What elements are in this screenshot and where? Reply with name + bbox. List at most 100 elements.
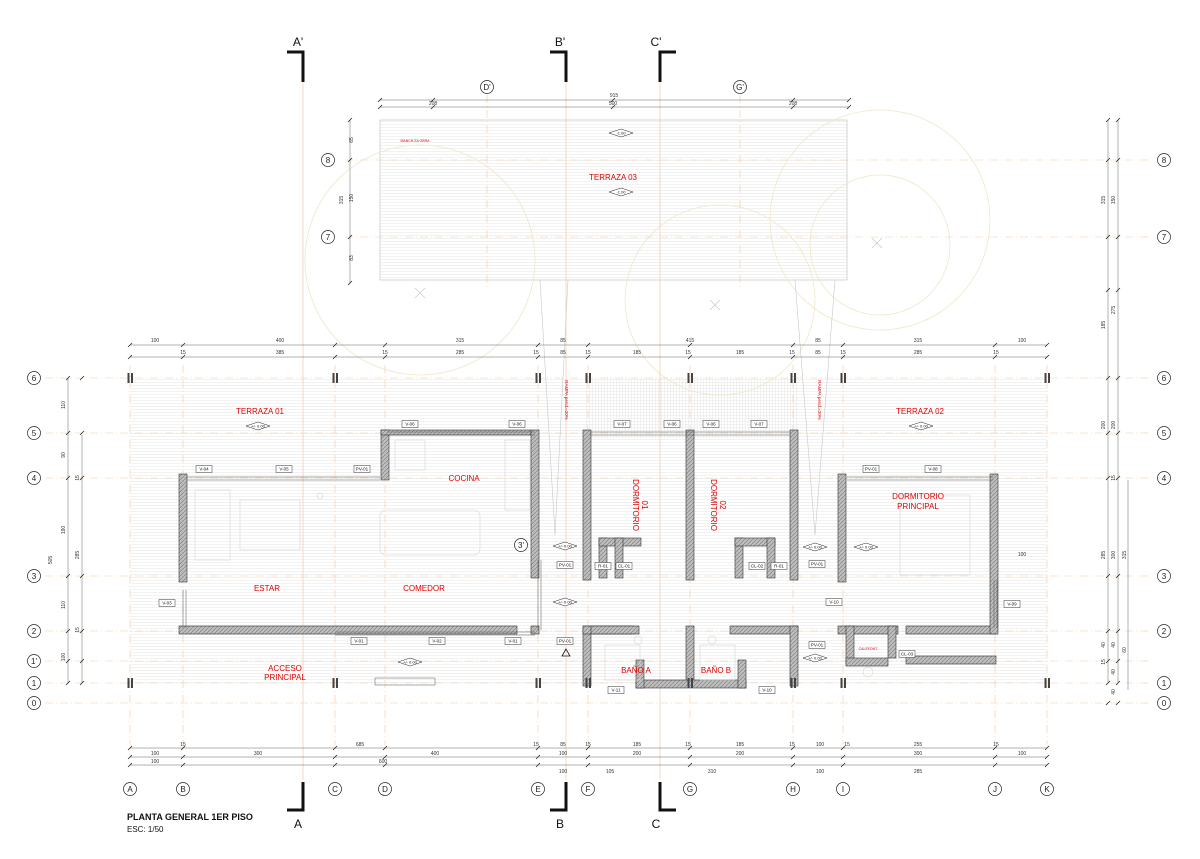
room-comedor: COMEDOR [403, 584, 445, 593]
svg-text:CL-03: CL-03 [901, 652, 914, 657]
column [840, 373, 843, 383]
svg-text:40: 40 [1101, 642, 1107, 648]
svg-text:V-05: V-05 [279, 467, 289, 472]
svg-text:V-01: V-01 [354, 639, 364, 644]
svg-text:600: 600 [379, 759, 388, 765]
svg-text:15: 15 [180, 742, 186, 748]
dim-tick [1115, 573, 1121, 579]
grid-bubble-row-5-right: 5 [1157, 426, 1171, 440]
svg-text:15: 15 [382, 350, 388, 356]
element-tag: CL-03 [898, 650, 916, 658]
column [794, 678, 796, 688]
dim-tick [65, 680, 71, 686]
svg-text:285: 285 [914, 769, 923, 775]
svg-text:685: 685 [356, 742, 365, 748]
svg-text:100: 100 [816, 742, 825, 748]
svg-text:15: 15 [585, 350, 591, 356]
wall-segment [905, 655, 997, 665]
wall-segment [582, 625, 592, 687]
svg-text:315: 315 [1101, 196, 1107, 205]
dim-tick [65, 430, 71, 436]
dim-tick [1115, 117, 1121, 123]
svg-text:+/- 0.00: +/- 0.00 [558, 544, 572, 549]
dim-tick [127, 342, 133, 348]
element-tag: V-11 [607, 686, 625, 694]
room-bano-b: BAÑO B [701, 666, 731, 675]
room-terraza-01: TERRAZA 01 [236, 407, 285, 416]
svg-text:85: 85 [815, 350, 821, 356]
section-markers [287, 50, 676, 812]
dim-tick [1105, 117, 1111, 123]
wall-segment [380, 429, 390, 481]
dim-tick [992, 762, 998, 768]
dim-tick [840, 762, 846, 768]
element-tag: V-02 [428, 637, 446, 645]
svg-text:15: 15 [533, 742, 539, 748]
grid-bubble-row-5-left: 5 [27, 426, 41, 440]
column [687, 373, 690, 383]
grid-bubble-row-1-right: 1 [1157, 676, 1171, 690]
section-c-bottom-label: C [652, 817, 661, 831]
wall-segment [905, 625, 997, 635]
dim-tick [127, 762, 133, 768]
dim-tick [846, 97, 852, 103]
svg-text:6: 6 [1162, 374, 1167, 383]
dim-tick [332, 745, 338, 751]
svg-text:200: 200 [1101, 421, 1107, 430]
section-c-top-label: C' [651, 35, 662, 49]
room-labels: TERRAZA 03 TERRAZA 01 TERRAZA 02 COCINA … [236, 139, 945, 682]
calefont-label: CALEFONT [859, 647, 879, 651]
grid-bubble-g: G [683, 782, 697, 796]
dim-tick [127, 354, 133, 360]
svg-text:-1.00: -1.00 [616, 190, 626, 195]
wall-segment [614, 537, 624, 579]
dim-tick [992, 342, 998, 348]
svg-text:V-10: V-10 [762, 688, 772, 693]
svg-text:385: 385 [276, 350, 285, 356]
element-tag: V-05 [275, 465, 293, 473]
wall-segment [178, 473, 188, 583]
dim-tick [180, 745, 186, 751]
element-tag: V-08 [924, 465, 942, 473]
section-b-top-label: B' [555, 35, 565, 49]
column [790, 678, 793, 688]
wall-segment [789, 429, 799, 581]
level-marker: +/- 0.00 [552, 597, 578, 607]
dim-tick [332, 342, 338, 348]
grid-bubble-b: B [176, 782, 190, 796]
svg-text:3: 3 [1162, 572, 1167, 581]
dim-tick [687, 354, 693, 360]
svg-text:65: 65 [349, 137, 355, 143]
dim-tick [585, 342, 591, 348]
dim-tick [790, 104, 796, 110]
dim-tick [1115, 475, 1121, 481]
grid-bubble-k: K [1040, 782, 1054, 796]
svg-text:+/- 0.00: +/- 0.00 [403, 660, 417, 665]
svg-text:V-08: V-08 [928, 467, 938, 472]
dim-tick [840, 342, 846, 348]
dim-tick [79, 375, 85, 381]
wall-segment [845, 657, 889, 667]
ramp-right-label: RAMPA pend.=20% [817, 380, 822, 420]
svg-text:PV-01: PV-01 [559, 639, 572, 644]
svg-text:85: 85 [560, 742, 566, 748]
dim-tick [382, 342, 388, 348]
dim-tick [790, 754, 796, 760]
dim-tick [1105, 430, 1111, 436]
level-marker: -1.00 [608, 128, 634, 138]
dim-tick [1105, 573, 1111, 579]
svg-text:1: 1 [1162, 679, 1167, 688]
svg-text:90: 90 [61, 452, 67, 458]
dim-tick [1105, 375, 1111, 381]
dim-tick [347, 117, 353, 123]
dim-tick [1115, 430, 1121, 436]
dim-tick [840, 745, 846, 751]
ramp-left-label: RAMPA pend.=20% [564, 380, 569, 420]
svg-text:15: 15 [993, 742, 999, 748]
wall-segment [685, 429, 695, 581]
svg-text:110: 110 [61, 601, 67, 609]
dim-tick [65, 628, 71, 634]
svg-text:7: 7 [326, 233, 331, 242]
svg-text:7: 7 [1162, 233, 1167, 242]
dim-tick [1105, 234, 1111, 240]
